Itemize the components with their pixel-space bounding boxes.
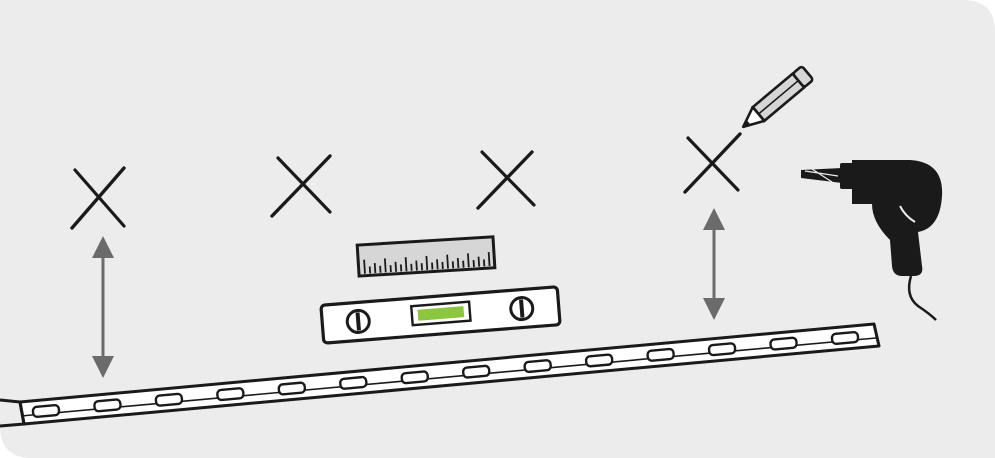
rail-slot <box>830 330 860 346</box>
rail-slot <box>523 359 552 374</box>
ruler-tick <box>477 256 481 267</box>
rail-slot <box>277 381 307 396</box>
ruler-tick <box>394 261 398 272</box>
rail-slot <box>400 370 430 385</box>
rail-slot <box>646 347 675 362</box>
drill-icon <box>801 160 943 321</box>
ruler-tick <box>467 253 470 268</box>
rail-slot <box>216 387 245 402</box>
wall-rail-icon <box>0 322 881 428</box>
ruler-tick <box>456 257 460 269</box>
ruler-tick <box>383 258 387 273</box>
ruler-tick <box>436 259 439 270</box>
ruler-tick <box>446 254 449 269</box>
rail-slot <box>31 403 61 419</box>
rail-slot <box>461 364 491 379</box>
ruler-tick <box>373 263 377 274</box>
cross-mark-icon <box>270 154 332 218</box>
spirit-level-icon <box>319 285 562 345</box>
level-bubble <box>417 306 465 321</box>
ruler-tick <box>363 259 366 274</box>
ruler-tick <box>425 255 429 270</box>
ruler-icon <box>355 235 497 278</box>
rail-slot <box>707 342 737 357</box>
rail-slot <box>154 392 184 407</box>
ruler-tick <box>404 257 408 272</box>
pencil-icon <box>741 65 814 129</box>
wall-marks <box>70 132 742 230</box>
rail-slot <box>93 398 122 413</box>
cross-mark-icon <box>70 166 126 230</box>
rail-slot <box>339 375 368 390</box>
cross-mark-icon <box>476 150 536 210</box>
double-arrow-icon <box>92 236 114 378</box>
rail-slot <box>584 353 614 368</box>
rail-slot <box>769 336 798 351</box>
ruler-tick <box>487 252 491 267</box>
ruler-tick <box>415 260 418 271</box>
double-arrow-icon <box>703 208 725 320</box>
cross-mark-icon <box>683 132 742 194</box>
